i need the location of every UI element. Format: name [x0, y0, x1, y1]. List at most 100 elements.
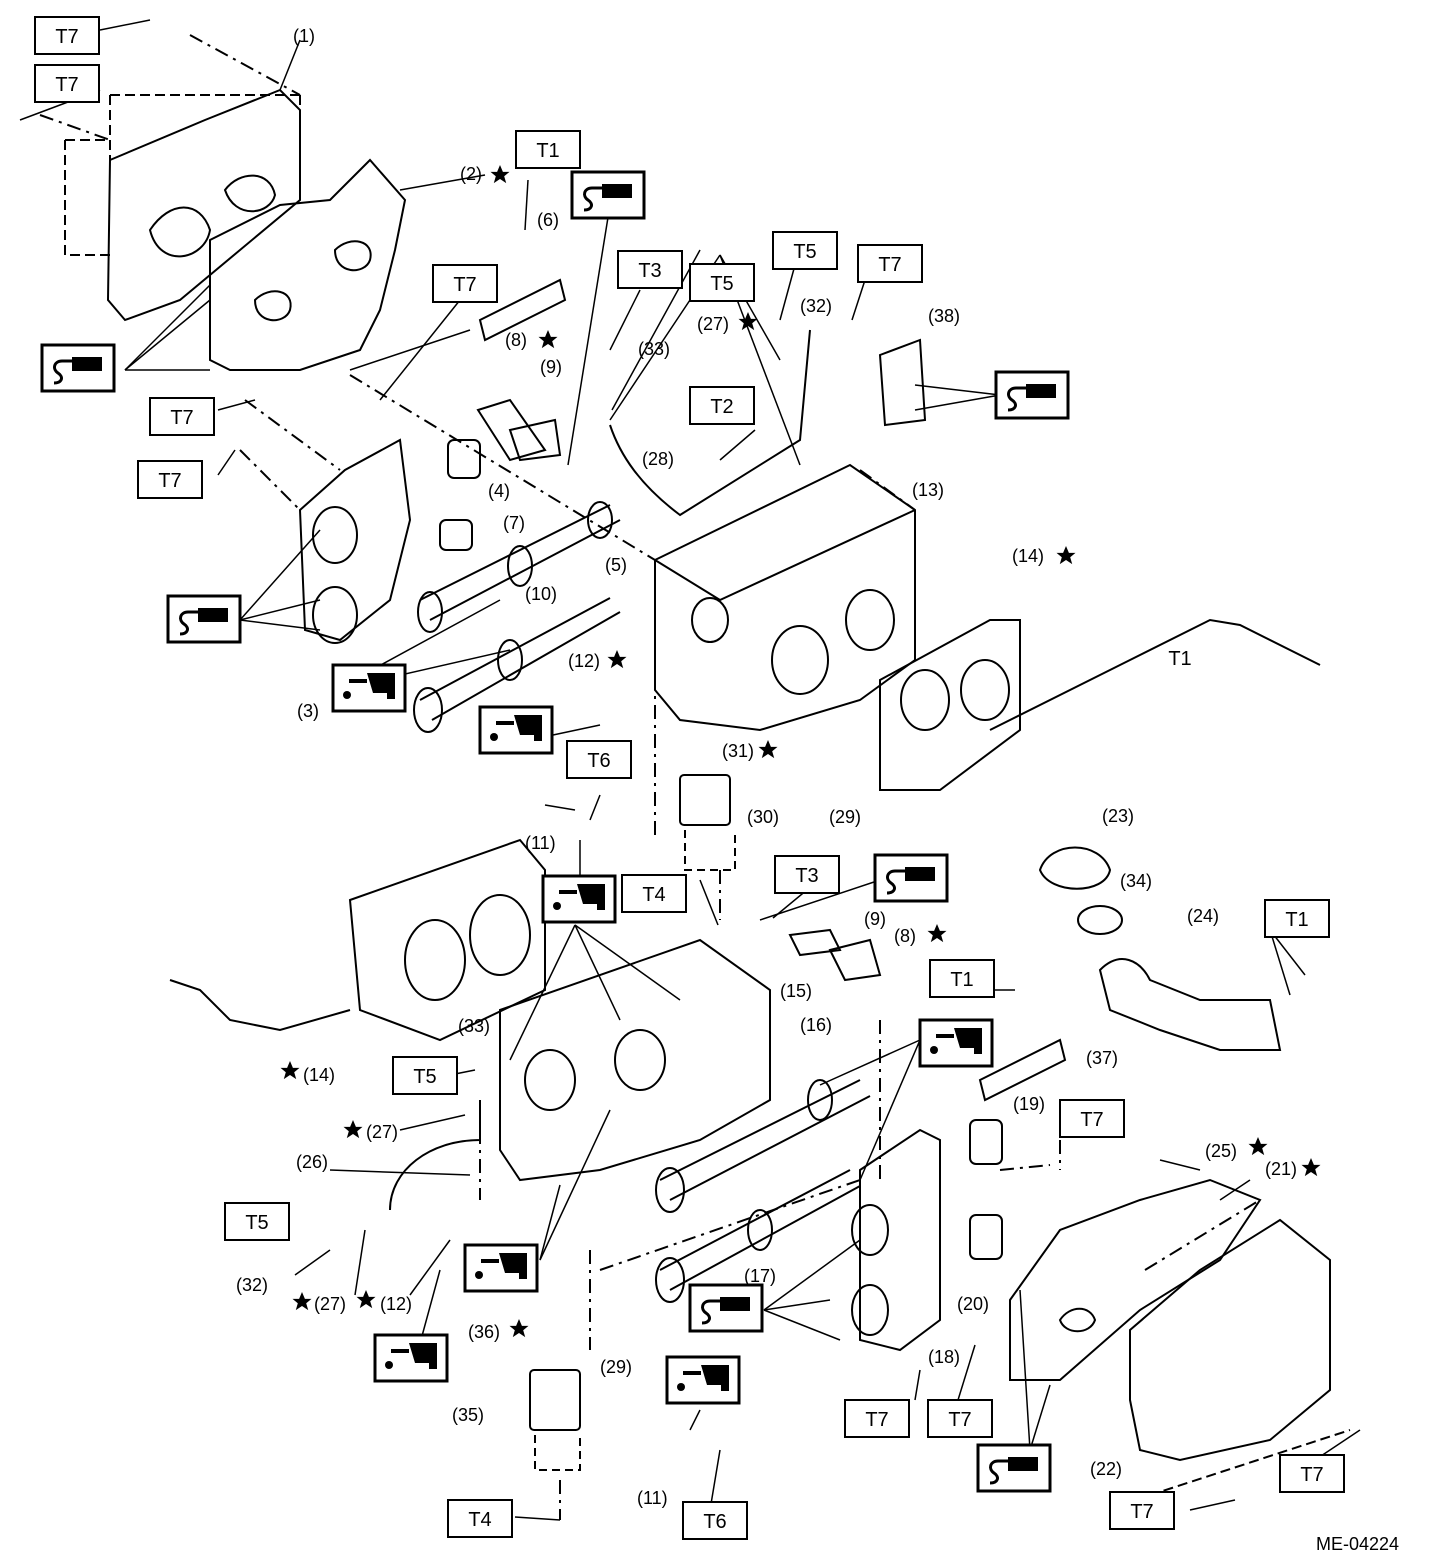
svg-text:T4: T4: [642, 884, 665, 906]
callout: (24): [1187, 906, 1219, 926]
torque-label: T4: [621, 874, 687, 913]
sealant-icon: [688, 1283, 764, 1333]
callout: (25): [1205, 1141, 1237, 1161]
camshaft-17: [659, 1169, 861, 1291]
cam-support-rh: [859, 1128, 941, 1352]
oil-can-icon: [665, 1355, 741, 1405]
callout: (18): [928, 1347, 960, 1367]
torque-label: T1: [929, 959, 995, 998]
star-icon: [509, 1319, 529, 1338]
oil-can-icon: [541, 874, 617, 924]
star-icon: [343, 1120, 363, 1139]
torque-label: T5: [224, 1202, 290, 1241]
callout: (2): [460, 164, 482, 184]
line-art: [19, 19, 1361, 1521]
callout: (27): [314, 1294, 346, 1314]
callout: (7): [503, 513, 525, 533]
chain-cover-lh: [106, 88, 301, 322]
bracket-8-lower: [828, 938, 882, 982]
svg-text:T1: T1: [536, 140, 559, 162]
callout: (12): [380, 1294, 412, 1314]
svg-text:T7: T7: [1300, 1464, 1323, 1486]
callout: (34): [1120, 871, 1152, 891]
bracket-9-lower: [788, 928, 842, 957]
svg-text:T1: T1: [950, 969, 973, 991]
torque-label: T7: [34, 16, 100, 55]
bracket-38: [878, 338, 927, 427]
torque-label: T7: [844, 1399, 910, 1438]
callout: (32): [800, 296, 832, 316]
svg-text:T2: T2: [710, 396, 733, 418]
oil-control-valve-lower: [529, 1369, 581, 1431]
torque-label: T1: [515, 130, 581, 169]
oil-control-valve-upper: [679, 774, 731, 826]
svg-text:T7: T7: [170, 407, 193, 429]
callout: (28): [642, 449, 674, 469]
star-icon: [1301, 1158, 1321, 1177]
callout: (12): [568, 651, 600, 671]
cap-19: [969, 1119, 1003, 1165]
callout: (26): [296, 1152, 328, 1172]
oil-pipe-28: [609, 329, 811, 517]
star-icon: [1248, 1137, 1268, 1156]
callout: (20): [957, 1294, 989, 1314]
star-icon: [292, 1292, 312, 1311]
svg-text:T5: T5: [245, 1212, 268, 1234]
sealant-icon: [976, 1443, 1052, 1493]
torque-label: T4: [447, 1499, 513, 1538]
callout: (19): [1013, 1094, 1045, 1114]
callout: (1): [293, 26, 315, 46]
oil-can-icon: [373, 1333, 449, 1383]
svg-text:T7: T7: [158, 470, 181, 492]
torque-label: T6: [566, 740, 632, 779]
cap-4: [447, 439, 481, 479]
svg-text:T5: T5: [413, 1066, 436, 1088]
head-gasket-upper: [879, 619, 1021, 791]
callout: (3): [297, 701, 319, 721]
torque-label-inline: T1: [1168, 648, 1191, 670]
callout: (14): [303, 1065, 335, 1085]
svg-text:T7: T7: [55, 26, 78, 48]
diagram-code: ME-04224: [1316, 1534, 1399, 1554]
callout: (9): [540, 357, 562, 377]
svg-text:T7: T7: [865, 1409, 888, 1431]
chain-cover-rh: [1129, 1218, 1331, 1462]
callout: (15): [780, 981, 812, 1001]
bracket-9-upper: [508, 418, 562, 462]
camshaft-16: [659, 1079, 871, 1201]
callout: (14): [1012, 546, 1044, 566]
oil-pipe-26: [389, 1100, 481, 1211]
torque-label: T5: [392, 1056, 458, 1095]
callout: (4): [488, 481, 510, 501]
sealant-icon: [994, 370, 1070, 420]
gasket-lh: [209, 158, 407, 371]
bracket-8-upper: [476, 398, 547, 462]
svg-text:T3: T3: [638, 260, 661, 282]
callout: (22): [1090, 1459, 1122, 1479]
torque-label: T7: [137, 460, 203, 499]
torque-label: T6: [682, 1501, 748, 1540]
oil-can-icon: [478, 705, 554, 755]
torque-labels: T7 T7 T7 T7 T7 T7 T7 T7 T7 T7 T7 T1 T1 T…: [34, 16, 1345, 1540]
star-icon: [356, 1290, 376, 1309]
camshaft-5: [419, 504, 621, 621]
callout: (32): [236, 1275, 268, 1295]
svg-text:T7: T7: [55, 74, 78, 96]
svg-text:T7: T7: [1130, 1501, 1153, 1523]
callout: (9): [864, 909, 886, 929]
callout: (17): [744, 1266, 776, 1286]
svg-text:T7: T7: [1080, 1109, 1103, 1131]
gasket-rh: [1009, 1178, 1262, 1381]
svg-text:T3: T3: [795, 865, 818, 887]
callout: (31): [722, 741, 754, 761]
callout: (10): [525, 584, 557, 604]
torque-label: T5: [689, 263, 755, 302]
torque-label: T3: [617, 250, 683, 289]
svg-text:T6: T6: [587, 750, 610, 772]
callouts: (1) (2) (3) (4) (5) (6) (7) (8) (8) (9) …: [236, 26, 1297, 1508]
callout: (23): [1102, 806, 1134, 826]
sealant-icon: [166, 594, 242, 644]
svg-text:T6: T6: [703, 1511, 726, 1533]
oil-can-icon: [918, 1018, 994, 1068]
